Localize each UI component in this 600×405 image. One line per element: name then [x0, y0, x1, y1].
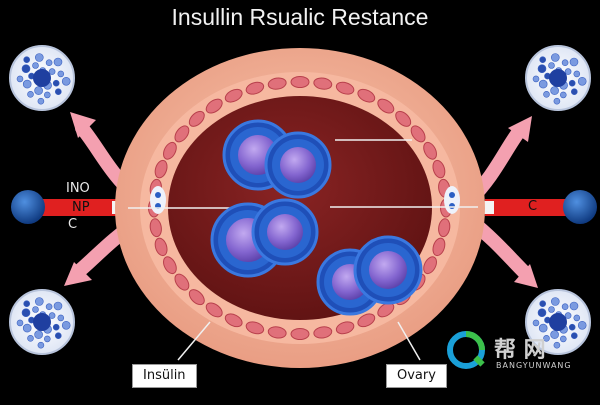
ring-cell [423, 256, 437, 275]
cell-view-circle [9, 289, 75, 355]
ring-cell [163, 256, 177, 275]
ring-cell [267, 77, 287, 90]
ring-cell [432, 237, 446, 257]
ring-cell [377, 302, 395, 318]
ring-cell [154, 237, 168, 257]
left-label-3: C [68, 217, 78, 232]
ring-cell [395, 110, 412, 127]
right-label: C [528, 199, 538, 214]
cell-view-circle [525, 45, 591, 111]
ring-cell [149, 218, 162, 238]
ring-cell [174, 273, 190, 291]
watermark-logo-icon [447, 331, 485, 369]
ring-cell [154, 159, 168, 179]
ring-cell [163, 141, 177, 160]
ring-cell [357, 88, 376, 103]
watermark-sub: BANGYUNWANG [496, 361, 572, 370]
right-connector [478, 190, 597, 224]
cell-view-circle [525, 289, 591, 355]
ring-cell [267, 326, 287, 339]
ring-cell [313, 77, 333, 90]
ring-cell [188, 289, 205, 306]
ring-cell [432, 159, 446, 179]
ring-cell [174, 125, 190, 143]
ring-cell [410, 125, 426, 143]
ring-cell [357, 313, 376, 328]
left-label-1: INO [66, 181, 90, 196]
ring-cell [335, 321, 355, 335]
ring-cell [245, 321, 265, 335]
nuclei-group [210, 119, 423, 316]
ring-cell [423, 141, 437, 160]
ring-cell [290, 76, 310, 88]
ring-cell [205, 98, 223, 114]
ring-cell [438, 218, 451, 238]
ring-cell [335, 81, 355, 95]
ring-cell [245, 81, 265, 95]
diagram-title: Insullin Rsualic Restance [171, 4, 429, 30]
ring-cell [377, 98, 395, 114]
left-lobe-cells [150, 186, 166, 214]
nucleus [251, 198, 319, 266]
left-sphere [11, 190, 45, 224]
ring-cell [205, 302, 223, 318]
nucleus [353, 235, 423, 305]
nucleus [264, 131, 332, 199]
cell-view-circle [9, 45, 75, 111]
left-label-2: NP [72, 200, 90, 215]
corner-cell-views [9, 45, 591, 355]
ring-cell [188, 110, 205, 127]
ring-cell [224, 313, 243, 328]
right-lobe-cells [444, 186, 460, 214]
right-sphere [563, 190, 597, 224]
ring-cell [224, 88, 243, 103]
insulin-label: Insülin [132, 364, 197, 388]
watermark-main: 帮 网 [494, 338, 546, 363]
ovary-label: Ovary [386, 364, 447, 388]
watermark: 帮 网 BANGYUNWANG [446, 328, 586, 378]
ring-cell [313, 326, 333, 339]
ring-cell [290, 328, 310, 340]
